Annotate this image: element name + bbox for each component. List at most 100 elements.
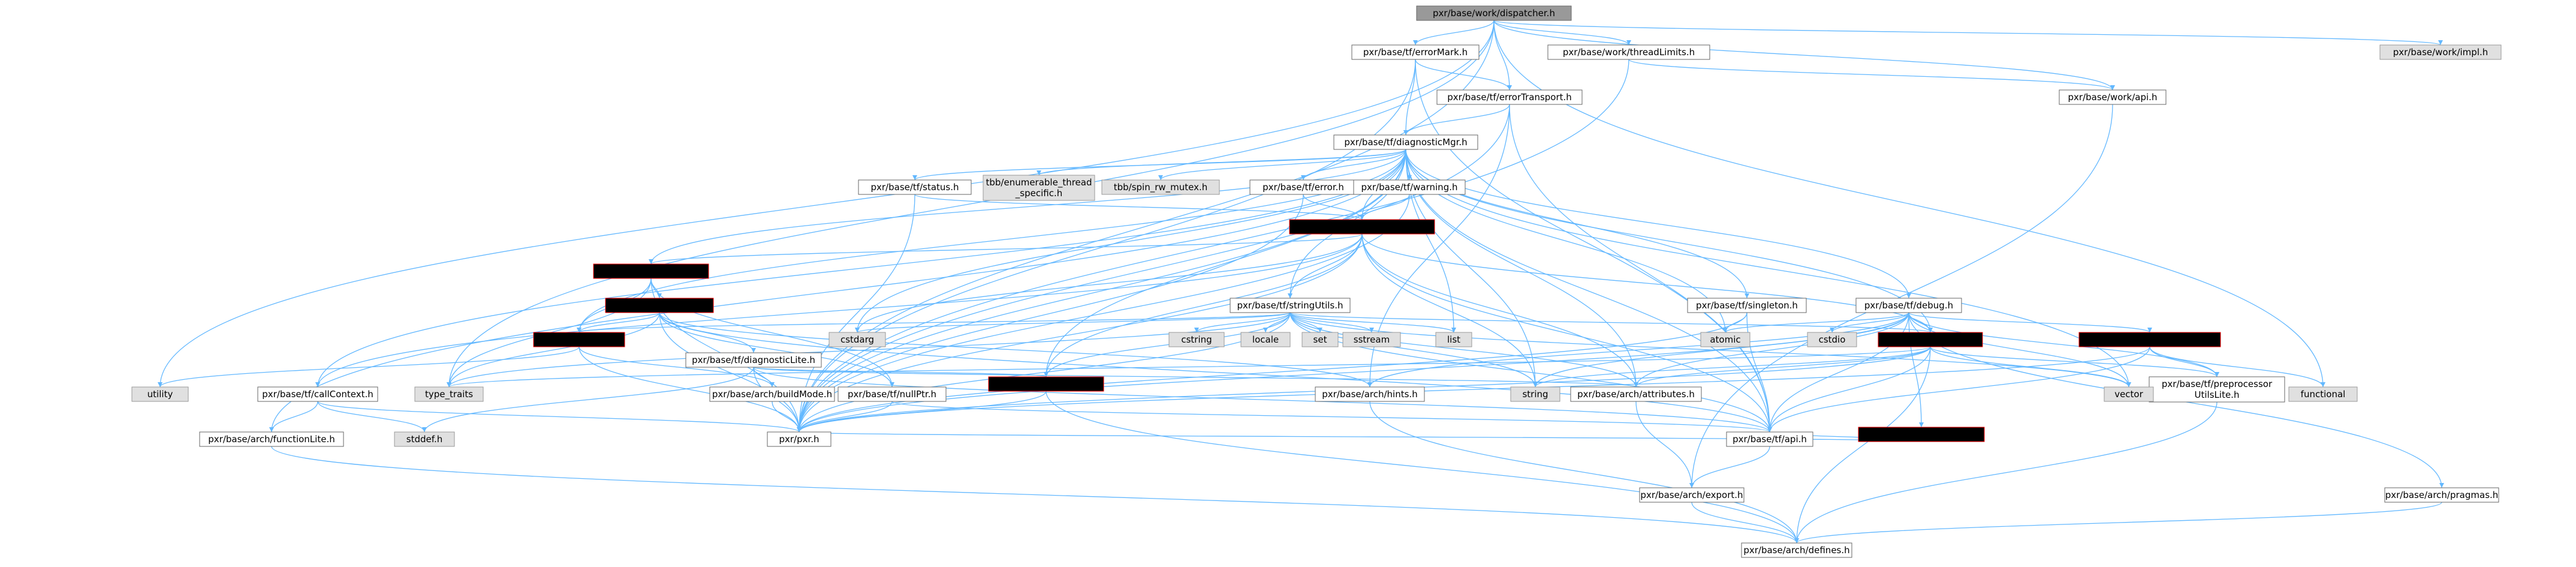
node-diagnosticMgr[interactable]: pxr/base/tf/diagnosticMgr.h xyxy=(1333,134,1478,150)
node-label: pxr/base/tf/callContext.h xyxy=(262,389,373,400)
node-box xyxy=(828,332,886,347)
edge-diagnosticBase-to-cstdarg xyxy=(857,233,1363,333)
node-errorTransport[interactable]: pxr/base/tf/errorTransport.h xyxy=(1436,89,1583,105)
node-label: locale xyxy=(1252,334,1279,345)
node-warning[interactable]: pxr/base/tf/warning.h xyxy=(1353,179,1466,195)
node-label: pxr/base/tf/diagnosticLite.h xyxy=(692,355,815,365)
node-defines[interactable]: pxr/base/arch/defines.h xyxy=(1741,542,1852,558)
arrowhead-debug-to-pragmas xyxy=(2439,483,2444,488)
node-nullPtr[interactable]: pxr/base/tf/nullPtr.h xyxy=(837,386,947,402)
edge-enumH-to-attributes xyxy=(1635,346,1931,388)
node-hints[interactable]: pxr/base/arch/hints.h xyxy=(1315,386,1425,402)
node-stopwatch[interactable]: pxr/base/tf/stopwatch.h xyxy=(1858,427,1985,442)
node-box xyxy=(1741,542,1852,558)
edge-callContext-to-stddef xyxy=(317,401,425,433)
node-pragmas[interactable]: pxr/base/arch/pragmas.h xyxy=(2384,487,2499,503)
edge-refPtr-to-nullPtr xyxy=(659,312,893,388)
arrowhead-root-to-threadLimits xyxy=(1626,40,1631,45)
node-threadLimits[interactable]: pxr/base/work/threadLimits.h xyxy=(1547,44,1710,60)
node-diagnosticBase[interactable]: pxr/base/tf/diagnosticBase.h xyxy=(1289,219,1435,235)
edge-stringUtils-to-typeTraits xyxy=(448,312,1291,388)
node-box xyxy=(2078,332,2221,347)
node-singleton[interactable]: pxr/base/tf/singleton.h xyxy=(1687,298,1807,313)
node-box xyxy=(1249,179,1357,195)
edge-debug-to-atomic xyxy=(1725,312,1909,333)
node-pxrH[interactable]: pxr/pxr.h xyxy=(767,431,831,447)
node-label: pxr/base/tf/api.h xyxy=(1733,434,1807,445)
node-stringS: string xyxy=(1510,386,1560,402)
arrowhead-enumH-to-attributes xyxy=(1634,382,1638,387)
edge-stringUtils-to-sstream xyxy=(1289,312,1372,333)
edge-stopwatch-to-pxrH xyxy=(799,431,1922,442)
node-buildMode[interactable]: pxr/base/arch/buildMode.h xyxy=(709,386,835,402)
node-label: pxr/base/tf/debug.h xyxy=(1864,300,1953,311)
arrowhead-registryManager-to-preprocessor xyxy=(2215,372,2219,377)
edge-diagnosticBase-to-enumH xyxy=(1361,233,1931,333)
node-label: tbb/spin_rw_mutex.h xyxy=(1114,182,1208,193)
arrowhead-debug-to-stopwatch xyxy=(1919,422,1924,427)
edge-enumH-to-preprocessor xyxy=(1930,346,2218,377)
node-label: pxr/base/tf/diagnosticMgr.h xyxy=(1344,137,1467,148)
node-label: pxr/base/tf/status.h xyxy=(870,182,959,193)
edge-inttypes-to-defines xyxy=(1046,391,1797,544)
node-functional: functional xyxy=(2288,386,2358,402)
node-functionLite[interactable]: pxr/base/arch/functionLite.h xyxy=(199,431,344,447)
node-label: cstring xyxy=(1181,334,1212,345)
node-archExport[interactable]: pxr/base/arch/export.h xyxy=(1639,487,1745,503)
node-box xyxy=(1333,134,1478,150)
node-callContext[interactable]: pxr/base/tf/callContext.h xyxy=(257,386,378,402)
node-label: pxr/base/tf/refPtr.h xyxy=(617,300,702,311)
arrowhead-refPtr-to-diagnosticLite xyxy=(751,348,756,353)
arrowhead-pragmas-to-defines xyxy=(1794,538,1799,543)
edge-root-to-errorMark xyxy=(1415,20,1495,46)
edge-diagnosticBase-to-inttypes xyxy=(1046,233,1363,377)
node-label: pxr/base/arch/pragmas.h xyxy=(2385,490,2499,500)
node-registryManager[interactable]: pxr/base/tf/registryManager.h xyxy=(2078,332,2221,347)
node-debug[interactable]: pxr/base/tf/debug.h xyxy=(1855,298,1962,313)
edge-errorTransport-to-diagnosticMgr xyxy=(1405,104,1510,136)
node-status[interactable]: pxr/base/tf/status.h xyxy=(858,179,972,195)
arrowhead-refPtr-to-nullPtr xyxy=(890,382,894,387)
node-box xyxy=(1436,89,1583,105)
node-label: atomic xyxy=(1710,334,1740,345)
arrowhead-enumH-to-stringS xyxy=(1533,382,1538,387)
edge-attributes-to-archExport xyxy=(1635,401,1692,488)
node-label: cstdarg xyxy=(840,334,874,345)
node-root[interactable]: pxr/base/work/dispatcher.h xyxy=(1416,5,1572,21)
node-label: sstream xyxy=(1354,334,1390,345)
edge-debug-to-preprocessor xyxy=(1908,312,2218,377)
edge-refPtr-to-tfApi xyxy=(659,312,1770,433)
node-box xyxy=(1435,332,1472,347)
node-cstring: cstring xyxy=(1168,332,1225,347)
node-tfH[interactable]: pxr/base/tf/tf.h xyxy=(533,332,625,347)
node-box xyxy=(1855,298,1962,313)
edge-registryManager-to-tfApi xyxy=(1769,346,2150,433)
edge-diagnosticBase-to-weakPtr xyxy=(650,233,1363,265)
node-inttypes[interactable]: pxr/base/arch/inttypes.h xyxy=(988,376,1104,392)
node-workApi[interactable]: pxr/base/work/api.h xyxy=(2059,89,2167,105)
node-attributes[interactable]: pxr/base/arch/attributes.h xyxy=(1570,386,1702,402)
node-cstdarg: cstdarg xyxy=(828,332,886,347)
node-label: pxr/base/tf/warning.h xyxy=(1361,182,1458,193)
edge-workApi-to-archExport xyxy=(1691,104,2113,488)
node-cstdio: cstdio xyxy=(1807,332,1857,347)
node-refPtr[interactable]: pxr/base/tf/refPtr.h xyxy=(605,298,714,313)
node-stringUtils[interactable]: pxr/base/tf/stringUtils.h xyxy=(1230,298,1351,313)
node-box xyxy=(605,298,714,313)
edge-stringUtils-to-cstring xyxy=(1196,312,1291,333)
edge-errorTransport-to-tfApi xyxy=(1509,104,1770,433)
edge-debug-to-cstdio xyxy=(1831,312,1909,333)
edge-diagnosticMgr-to-debug xyxy=(1405,149,1909,299)
node-weakPtr[interactable]: pxr/base/tf/weakPtr.h xyxy=(593,263,709,279)
node-tfError[interactable]: pxr/base/tf/error.h xyxy=(1249,179,1357,195)
node-box xyxy=(1510,386,1560,402)
node-box xyxy=(2149,376,2285,403)
node-tfApi[interactable]: pxr/base/tf/api.h xyxy=(1726,431,1813,447)
node-enumH[interactable]: pxr/base/tf/enum.h xyxy=(1878,332,1983,347)
node-diagnosticLite[interactable]: pxr/base/tf/diagnosticLite.h xyxy=(685,352,822,368)
node-errorMark[interactable]: pxr/base/tf/errorMark.h xyxy=(1351,44,1480,60)
node-locale: locale xyxy=(1240,332,1291,347)
edge-callContext-to-pxrH xyxy=(317,401,800,433)
